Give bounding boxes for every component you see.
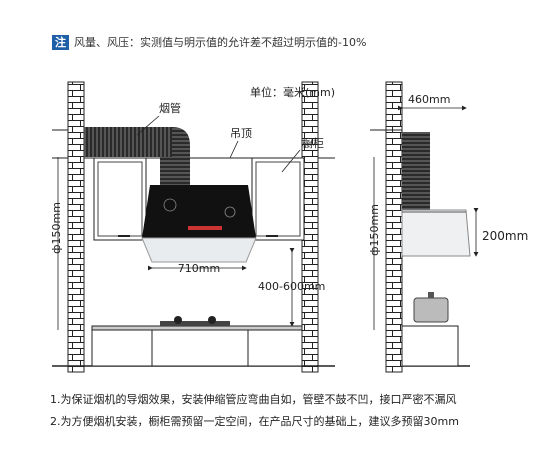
note-badge: 注 (52, 34, 69, 50)
countertop (91, 325, 303, 331)
side-duct (402, 132, 430, 212)
callout-ceiling (229, 140, 239, 159)
upper-cabinet-right (251, 157, 305, 241)
label-cabinet: 橱柜 (302, 136, 324, 150)
label-height-range: 400-600mm (258, 280, 325, 293)
side-view: ф150mm 460mm 200mm (368, 81, 528, 373)
label-side-height: 200mm (482, 229, 528, 243)
burner-left (174, 316, 182, 324)
upper-cabinet-left (93, 157, 147, 241)
side-hood (401, 209, 471, 257)
label-duct: 烟管 (159, 101, 181, 115)
note-row: 注 风量、风压：实测值与明示值的允许差不超过明示值的-10% (52, 34, 366, 50)
duct-bend (160, 127, 190, 185)
front-view: ф150mm 710mm 400-600mm 单位：毫米(mm) 烟管 吊顶 橱… (50, 81, 335, 373)
left-brick-wall (67, 81, 85, 373)
label-ceiling: 吊顶 (230, 127, 252, 140)
label-dia-right: ф150mm (368, 204, 381, 256)
cooktop (160, 321, 230, 326)
side-lower-cabinet (401, 325, 459, 367)
side-brick-wall (385, 81, 403, 373)
duct-horizontal (84, 127, 172, 157)
pot (413, 297, 449, 323)
label-dia-left: ф150mm (50, 202, 63, 254)
label-width: 710mm (178, 262, 220, 275)
hood-control-strip (188, 226, 222, 230)
lower-cabinet (91, 329, 303, 367)
callout-cabinet (281, 149, 301, 173)
range-hood-panel (142, 185, 256, 238)
burner-right (208, 316, 216, 324)
label-unit: 单位：毫米(mm) (250, 85, 335, 99)
hood-flower-decor (163, 198, 177, 212)
label-depth: 460mm (408, 93, 450, 106)
range-hood-body (141, 237, 257, 263)
footer-note-1: 1.为保证烟机的导烟效果，安装伸缩管应弯曲自如，管壁不鼓不凹，接口严密不漏风 (50, 393, 457, 406)
hood-flower-decor-2 (224, 206, 236, 218)
pot-lid-knob (428, 292, 434, 298)
footer-note-2: 2.为方便烟机安装，橱柜需预留一定空间，在产品尺寸的基础上，建议多预留30mm (50, 415, 459, 428)
callout-duct (136, 115, 160, 136)
note-text: 风量、风压：实测值与明示值的允许差不超过明示值的-10% (74, 36, 367, 49)
